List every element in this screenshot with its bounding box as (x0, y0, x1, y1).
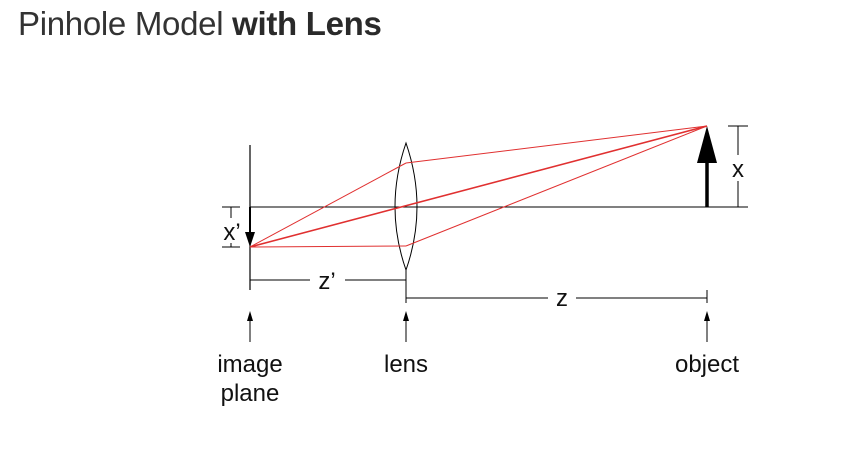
z-label: z (556, 285, 568, 312)
image-plane-pointer-head (247, 311, 253, 321)
x-dimension (728, 125, 748, 208)
title-regular: Pinhole Model (18, 5, 233, 42)
ray-bottom-img (249, 245, 407, 248)
image-plane-label-line2: plane (221, 380, 280, 407)
x-prime-label: x’ (223, 219, 240, 246)
title-bold: with Lens (232, 5, 382, 42)
image-plane-label-line1: image (217, 351, 282, 378)
ray-top-obj (405, 125, 708, 164)
ray-top-img (249, 162, 407, 248)
object-pointer-head (704, 311, 710, 321)
object-arrow-head (697, 126, 717, 163)
ray-bottom-obj (405, 125, 708, 247)
lens-pointer-head (403, 311, 409, 321)
x-label: x (732, 156, 744, 183)
lens-label: lens (384, 351, 428, 378)
light-rays (249, 125, 708, 248)
object-label: object (675, 351, 739, 378)
z-prime-label: z’ (318, 268, 335, 295)
slide-title: Pinhole Model with Lens (18, 2, 382, 46)
x-prime-dimension (222, 206, 240, 248)
image-arrow-head (245, 232, 255, 247)
ray-center (249, 125, 708, 248)
